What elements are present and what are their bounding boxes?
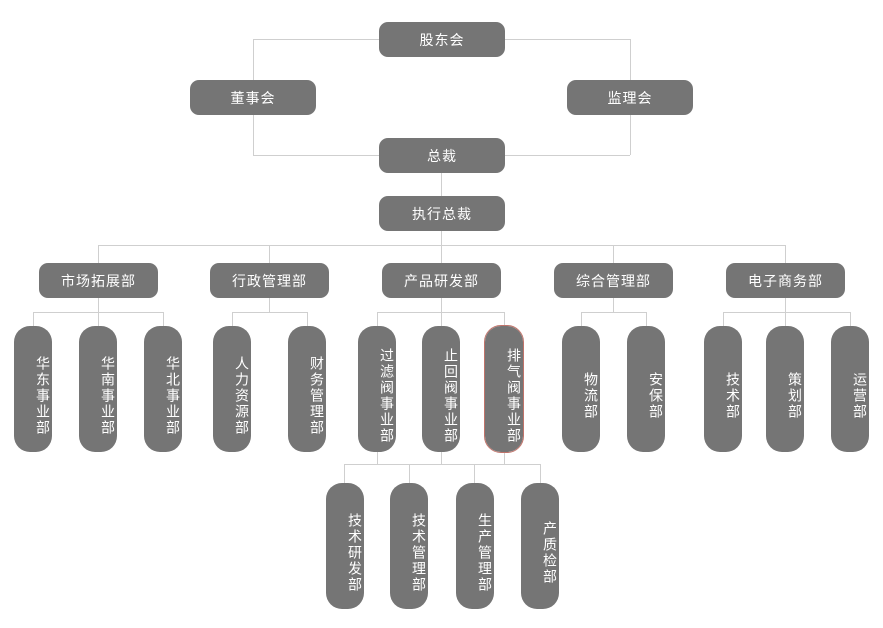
connector-bottom-child-0 bbox=[344, 464, 345, 483]
connector-sub1-down bbox=[441, 451, 442, 464]
node-unit-check-valve-label: 止回阀事业部 bbox=[443, 348, 459, 444]
node-unit-tech-label: 技术部 bbox=[725, 372, 741, 420]
node-unit-security[interactable]: 安保部 bbox=[627, 326, 665, 452]
connector-bottom-rail bbox=[344, 464, 540, 465]
node-unit-filter-valve-label: 过滤阀事业部 bbox=[379, 348, 395, 444]
node-department-ecommerce-label: 电子商务部 bbox=[748, 272, 823, 289]
node-unit-check-valve[interactable]: 止回阀事业部 bbox=[422, 326, 460, 452]
connector-exec-down bbox=[441, 231, 442, 245]
node-supervisors-label: 监理会 bbox=[607, 89, 653, 106]
connector-rail-to-dept-1 bbox=[269, 245, 270, 264]
connector-dept1-child-1 bbox=[307, 312, 308, 326]
node-department-market[interactable]: 市场拓展部 bbox=[39, 263, 158, 298]
connector-dept2-rail bbox=[377, 312, 504, 313]
connector-rail-to-dept-4 bbox=[785, 245, 786, 264]
node-unit-air-valve-label: 排气阀事业部 bbox=[506, 348, 522, 444]
node-department-rnd[interactable]: 产品研发部 bbox=[382, 263, 501, 298]
connector-president-to-exec bbox=[441, 172, 442, 197]
node-unit-huanan[interactable]: 华南事业部 bbox=[79, 326, 117, 452]
connector-rail-to-dept-2 bbox=[441, 245, 442, 264]
connector-dept4-child-2 bbox=[850, 312, 851, 326]
connector-president-right bbox=[504, 155, 630, 156]
connector-dept3-child-1 bbox=[646, 312, 647, 326]
connector-bottom-child-1 bbox=[409, 464, 410, 483]
connector-shareholders-left bbox=[253, 39, 379, 40]
node-subunit-tech-rnd[interactable]: 技术研发部 bbox=[326, 483, 364, 609]
node-board-label: 董事会 bbox=[230, 89, 276, 106]
node-unit-security-label: 安保部 bbox=[648, 372, 664, 420]
node-subunit-production-mgmt-label: 生产管理部 bbox=[477, 513, 493, 593]
node-unit-hr-label: 人力资源部 bbox=[234, 356, 250, 436]
connector-dept1-stem bbox=[269, 297, 270, 312]
node-unit-finance[interactable]: 财务管理部 bbox=[288, 326, 326, 452]
connector-rail-to-dept-3 bbox=[613, 245, 614, 264]
connector-dept2-stem bbox=[441, 297, 442, 312]
connector-sub2-down bbox=[504, 451, 505, 464]
node-unit-air-valve[interactable]: 排气阀事业部 bbox=[484, 325, 524, 453]
connector-dept0-stem bbox=[98, 297, 99, 312]
node-department-ecommerce[interactable]: 电子商务部 bbox=[726, 263, 845, 298]
node-unit-hr[interactable]: 人力资源部 bbox=[213, 326, 251, 452]
connector-dept2-child-2 bbox=[504, 312, 505, 326]
connector-dept1-child-0 bbox=[232, 312, 233, 326]
node-unit-filter-valve[interactable]: 过滤阀事业部 bbox=[358, 326, 396, 452]
connector-dept4-child-0 bbox=[723, 312, 724, 326]
node-department-admin[interactable]: 行政管理部 bbox=[210, 263, 329, 298]
node-unit-logistics-label: 物流部 bbox=[583, 372, 599, 420]
connector-dept3-child-0 bbox=[581, 312, 582, 326]
connector-dept4-child-1 bbox=[785, 312, 786, 326]
node-unit-huadong[interactable]: 华东事业部 bbox=[14, 326, 52, 452]
node-exec-president-label: 执行总裁 bbox=[412, 205, 472, 222]
node-unit-logistics[interactable]: 物流部 bbox=[562, 326, 600, 452]
connector-dept3-stem bbox=[613, 297, 614, 312]
node-unit-planning[interactable]: 策划部 bbox=[766, 326, 804, 452]
node-subunit-quality-label: 产质检部 bbox=[542, 521, 558, 585]
node-supervisors[interactable]: 监理会 bbox=[567, 80, 693, 115]
connector-rail-to-dept-0 bbox=[98, 245, 99, 264]
node-subunit-production-mgmt[interactable]: 生产管理部 bbox=[456, 483, 494, 609]
connector-bottom-child-2 bbox=[474, 464, 475, 483]
node-department-market-label: 市场拓展部 bbox=[61, 272, 136, 289]
node-department-general-label: 综合管理部 bbox=[576, 272, 651, 289]
connector-shareholders-right bbox=[504, 39, 630, 40]
node-department-general[interactable]: 综合管理部 bbox=[554, 263, 673, 298]
connector-dept1-rail bbox=[232, 312, 307, 313]
connector-dept0-child-2 bbox=[163, 312, 164, 326]
node-president-label: 总裁 bbox=[427, 147, 457, 164]
connector-dept2-child-1 bbox=[441, 312, 442, 326]
connector-dept4-rail bbox=[723, 312, 850, 313]
node-unit-tech[interactable]: 技术部 bbox=[704, 326, 742, 452]
node-unit-huabei[interactable]: 华北事业部 bbox=[144, 326, 182, 452]
connector-dept4-stem bbox=[785, 297, 786, 312]
connector-sub0-down bbox=[377, 451, 378, 464]
node-department-admin-label: 行政管理部 bbox=[232, 272, 307, 289]
node-subunit-tech-rnd-label: 技术研发部 bbox=[347, 513, 363, 593]
connector-dept2-child-0 bbox=[377, 312, 378, 326]
node-unit-huadong-label: 华东事业部 bbox=[35, 356, 51, 436]
node-subunit-quality[interactable]: 产质检部 bbox=[521, 483, 559, 609]
node-shareholders[interactable]: 股东会 bbox=[379, 22, 505, 57]
connector-dept3-rail bbox=[581, 312, 646, 313]
node-unit-operations-label: 运营部 bbox=[852, 372, 868, 420]
node-subunit-tech-mgmt[interactable]: 技术管理部 bbox=[390, 483, 428, 609]
node-department-rnd-label: 产品研发部 bbox=[404, 272, 479, 289]
connector-dept0-child-1 bbox=[98, 312, 99, 326]
connector-bottom-child-3 bbox=[540, 464, 541, 483]
node-board[interactable]: 董事会 bbox=[190, 80, 316, 115]
node-shareholders-label: 股东会 bbox=[419, 31, 465, 48]
node-exec-president[interactable]: 执行总裁 bbox=[379, 196, 505, 231]
node-unit-huanan-label: 华南事业部 bbox=[100, 356, 116, 436]
node-subunit-tech-mgmt-label: 技术管理部 bbox=[411, 513, 427, 593]
connector-president-left bbox=[253, 155, 379, 156]
node-unit-huabei-label: 华北事业部 bbox=[165, 356, 181, 436]
connector-dept0-child-0 bbox=[33, 312, 34, 326]
node-unit-finance-label: 财务管理部 bbox=[309, 356, 325, 436]
node-unit-operations[interactable]: 运营部 bbox=[831, 326, 869, 452]
node-president[interactable]: 总裁 bbox=[379, 138, 505, 173]
node-unit-planning-label: 策划部 bbox=[787, 372, 803, 420]
